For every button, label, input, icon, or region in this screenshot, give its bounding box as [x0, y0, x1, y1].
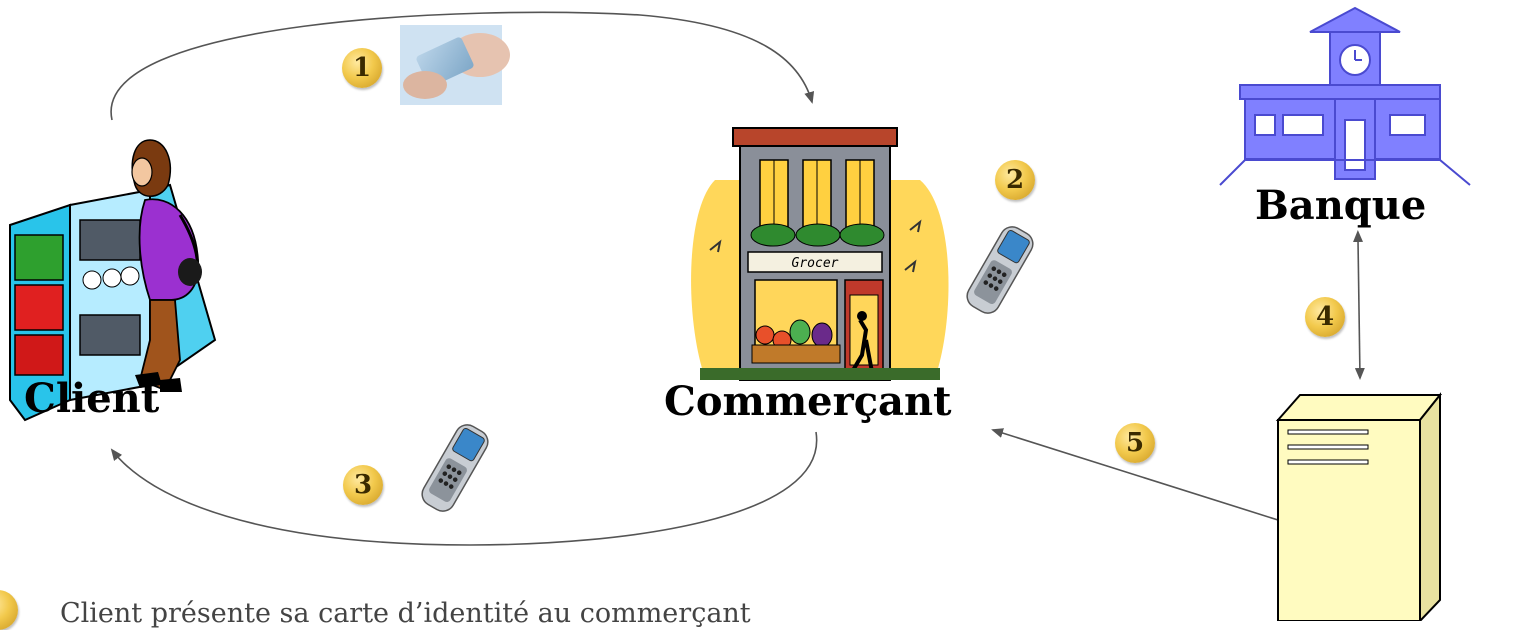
- step-badge-2: 2: [995, 160, 1035, 200]
- arrow-step-1: [110, 11, 815, 121]
- step-badge-5: 5: [1115, 423, 1155, 463]
- merchant-label: Commerçant: [664, 378, 952, 425]
- bank-label: Banque: [1255, 182, 1427, 229]
- caption-bullet-badge: [0, 590, 18, 630]
- mobile-phone-icon-step-2: [966, 226, 1034, 314]
- merchant-store-icon: [691, 127, 949, 381]
- step-badge-1: 1: [342, 48, 382, 88]
- credit-card-icon: [400, 25, 510, 105]
- arrow-step-3: [110, 431, 818, 546]
- step-badge-4: 4: [1305, 297, 1345, 337]
- client-shopper-icon: [9, 139, 217, 422]
- step-badge-3: 3: [343, 465, 383, 505]
- mobile-phone-icon-step-3: [421, 424, 489, 512]
- bank-building-icon: [1219, 6, 1471, 186]
- store-sign-text: Grocer: [792, 256, 839, 271]
- client-label: Client: [24, 375, 160, 422]
- arrow-step-4: [1353, 230, 1365, 380]
- arrow-step-5: [991, 428, 1279, 521]
- server-icon: [1275, 392, 1443, 624]
- step-1-description: Client présente sa carte d’identité au c…: [60, 598, 751, 629]
